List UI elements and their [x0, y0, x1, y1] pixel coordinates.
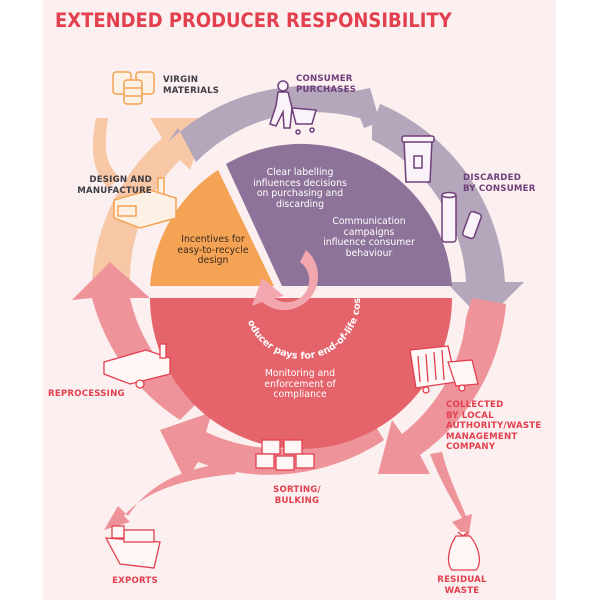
label-line: BULKING: [274, 495, 320, 506]
text-line: campaigns: [343, 226, 395, 238]
label-line: CONSUMER: [296, 74, 353, 84]
label-residual-waste: RESIDUAL WASTE: [432, 575, 492, 596]
text-line: on purchasing and: [256, 188, 344, 200]
ring-arrow-purchase-head: [350, 88, 380, 128]
label-line: EXPORTS: [112, 576, 158, 586]
ring-arrow-purchase: [168, 85, 372, 162]
page-title: EXTENDED PRODUCER RESPONSIBILITY: [55, 9, 452, 32]
text-line: behaviour: [345, 247, 393, 259]
label-line: COLLECTED: [446, 400, 504, 410]
garbage-truck-icon: [409, 345, 479, 394]
label-collected: COLLECTED BY LOCAL AUTHORITY/WASTE MANAG…: [446, 400, 541, 453]
label-exports: EXPORTS: [100, 576, 170, 587]
label-line: PURCHASES: [296, 84, 357, 95]
text-line: influences decisions: [253, 177, 347, 189]
cargo-ship-icon: [104, 525, 161, 569]
text-line: discarding: [275, 198, 325, 210]
text-incentives: Incentives for easy-to-recycle design: [158, 234, 268, 267]
text-line: easy-to-recycle: [177, 244, 249, 256]
label-line: BY LOCAL: [446, 410, 494, 421]
recycling-bin-icon: [401, 135, 435, 183]
battery-icon: [462, 210, 482, 240]
label-consumer-purchases: CONSUMER PURCHASES: [296, 74, 356, 95]
text-line: Incentives for: [181, 234, 245, 245]
label-line: AUTHORITY/WASTE: [446, 421, 542, 431]
exports-arrow: [104, 462, 236, 530]
barrels-icon: [112, 71, 155, 105]
text-line: compliance: [273, 389, 327, 401]
ring-arrow-collect: [378, 298, 506, 474]
segment-monitoring: [150, 298, 452, 449]
residual-waste-arrow: [430, 452, 472, 540]
center-cycle-arrow: [252, 250, 319, 311]
label-sorting-bulking: SORTING/ BULKING: [262, 485, 332, 506]
label-line: BY CONSUMER: [463, 183, 536, 194]
ring-arrow-reprocessing: [72, 262, 200, 420]
text-line: Monitoring and: [264, 368, 336, 379]
text-line: design: [197, 255, 229, 267]
label-discarded-by-consumer: DISCARDED BY CONSUMER: [463, 173, 536, 194]
bales-icon: [255, 439, 315, 471]
label-line: WASTE: [444, 585, 480, 596]
label-design-and-manufacture: DESIGN AND MANUFACTURE: [52, 175, 152, 196]
segment-incentives: [150, 170, 274, 286]
reprocessing-plant-icon: [103, 343, 171, 389]
segment-communication: [226, 143, 452, 286]
text-monitoring: Monitoring and enforcement of compliance: [245, 368, 355, 401]
label-line: MATERIALS: [163, 85, 220, 96]
label-line: MANAGEMENT: [446, 431, 518, 442]
text-line: influence consumer: [323, 237, 415, 249]
text-line: Clear labelling: [266, 167, 334, 178]
label-line: DISCARDED: [463, 173, 522, 183]
label-line: MANUFACTURE: [77, 185, 152, 196]
label-reprocessing: REPROCESSING: [48, 389, 125, 400]
bin-icon: [441, 191, 457, 243]
text-campaigns: Communication campaigns influence consum…: [314, 216, 424, 259]
text-line: enforcement of: [264, 378, 336, 390]
factory-icon: [113, 177, 177, 229]
label-line: RESIDUAL: [437, 575, 487, 585]
text-labelling: Clear labelling influences decisions on …: [240, 167, 360, 210]
shopping-cart-icon: [269, 80, 317, 135]
label-line: VIRGIN: [163, 75, 199, 85]
virgin-materials-feed: [92, 118, 120, 188]
label-line: DESIGN AND: [89, 175, 152, 185]
bin-bag-icon: [447, 531, 481, 571]
text-line: Communication: [332, 216, 406, 227]
label-virgin-materials: VIRGIN MATERIALS: [163, 75, 219, 96]
label-line: SORTING/: [273, 485, 321, 495]
label-line: REPROCESSING: [48, 389, 125, 399]
label-line: COMPANY: [446, 442, 496, 452]
